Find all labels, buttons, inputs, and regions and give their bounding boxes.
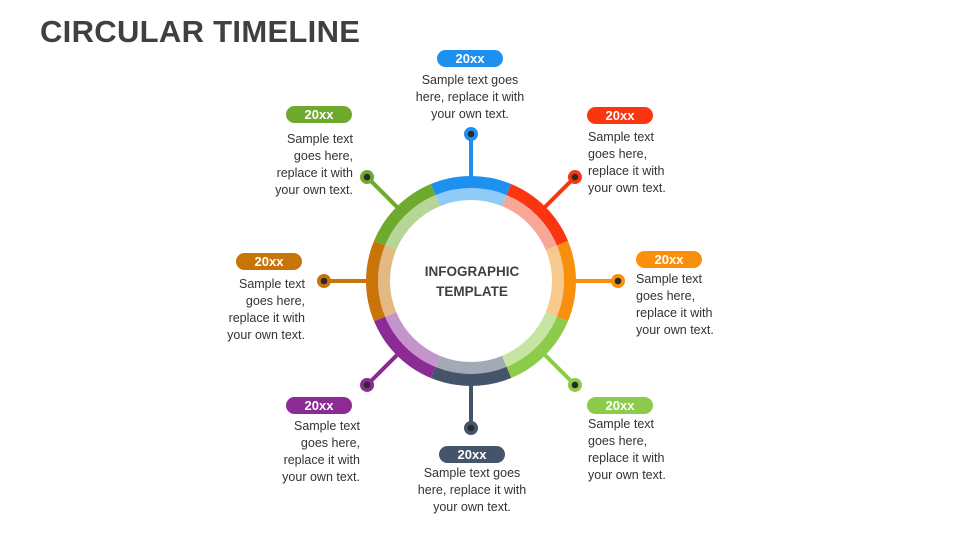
year-badge-3: 20xx (636, 251, 702, 268)
description-line: goes here, (588, 434, 648, 448)
ring-segment-outer-3 (556, 240, 576, 322)
center-label-line2: TEMPLATE (436, 284, 508, 299)
ring-segment-inner-2 (501, 195, 557, 251)
ring-segment-inner-5 (435, 355, 507, 374)
year-badge-2: 20xx (587, 107, 653, 124)
description-1: Sample text goes here, replace it with you… (370, 72, 570, 123)
ring-segment-inner-7 (378, 245, 397, 317)
description-7: Sample text goes here, replace it with your… (155, 276, 305, 344)
ring-segment-outer-4 (506, 316, 569, 379)
description-line: here, replace it with (417, 483, 527, 497)
ring-segment-outer-5 (430, 366, 512, 386)
description-line: Sample text goes (423, 466, 521, 480)
description-line: your own text. (227, 328, 305, 342)
description-8: Sample text goes here, replace it with your… (203, 131, 353, 199)
center-label-line1: INFOGRAPHIC (424, 264, 520, 279)
description-line: goes here, (245, 294, 305, 308)
year-badge-7: 20xx (236, 253, 302, 270)
description-line: your own text. (588, 468, 666, 482)
description-line: goes here, (588, 147, 648, 161)
description-line: replace it with (276, 166, 353, 180)
ring-segment-inner-4 (501, 311, 557, 367)
connector-line-2 (542, 175, 577, 210)
description-line: Sample text (636, 272, 703, 286)
description-line: replace it with (588, 451, 665, 465)
description-line: your own text. (275, 183, 353, 197)
page-title: CIRCULAR TIMELINE (40, 14, 361, 49)
description-line: goes here, (636, 289, 696, 303)
connector-dot-center-4 (571, 381, 579, 389)
connector-dot-center-1 (467, 130, 475, 138)
description-4: Sample text goes here, replace it with your… (588, 416, 738, 484)
description-line: here, replace it with (415, 90, 525, 104)
description-line: Sample text (238, 277, 305, 291)
year-badge-4: 20xx (587, 397, 653, 414)
description-line: your own text. (636, 323, 714, 337)
connector-dot-center-2 (571, 173, 579, 181)
description-line: Sample text goes (421, 73, 519, 87)
connector-dot-center-7 (320, 277, 328, 285)
description-line: replace it with (588, 164, 665, 178)
description-line: replace it with (228, 311, 305, 325)
ring-segment-outer-6 (373, 316, 436, 379)
connector-line-6 (365, 352, 400, 387)
ring-segment-outer-8 (373, 183, 436, 246)
ring-segment-inner-6 (385, 311, 441, 367)
description-line: replace it with (283, 453, 360, 467)
description-2: Sample text goes here, replace it with your… (588, 129, 738, 197)
connector-dot-center-8 (363, 173, 371, 181)
ring-segment-inner-8 (385, 195, 441, 251)
ring-segment-outer-7 (366, 240, 386, 322)
connector-line-4 (542, 352, 577, 387)
description-line: goes here, (300, 436, 360, 450)
connector-dot-center-6 (363, 381, 371, 389)
description-line: your own text. (588, 181, 666, 195)
description-line: your own text. (282, 470, 360, 484)
description-line: Sample text (588, 130, 655, 144)
description-line: Sample text (588, 417, 655, 431)
connector-line-8 (365, 175, 400, 210)
description-5: Sample text goes here, replace it with you… (372, 465, 572, 516)
description-line: your own text. (431, 107, 509, 121)
ring-segment-outer-2 (506, 183, 569, 246)
description-line: Sample text (293, 419, 360, 433)
description-3: Sample text goes here, replace it with your… (636, 271, 786, 339)
year-badge-5: 20xx (439, 446, 505, 463)
ring-segment-inner-3 (545, 245, 564, 317)
center-label: INFOGRAPHIC TEMPLATE (400, 262, 544, 302)
description-line: your own text. (433, 500, 511, 514)
year-badge-8: 20xx (286, 106, 352, 123)
year-badge-1: 20xx (437, 50, 503, 67)
ring-segment-inner-1 (435, 188, 507, 207)
description-line: goes here, (293, 149, 353, 163)
connector-dot-center-5 (467, 424, 475, 432)
description-6: Sample text goes here, replace it with your… (210, 418, 360, 486)
description-line: Sample text (286, 132, 353, 146)
year-badge-6: 20xx (286, 397, 352, 414)
description-line: replace it with (636, 306, 713, 320)
connector-dot-center-3 (614, 277, 622, 285)
ring-segment-outer-1 (430, 176, 512, 196)
